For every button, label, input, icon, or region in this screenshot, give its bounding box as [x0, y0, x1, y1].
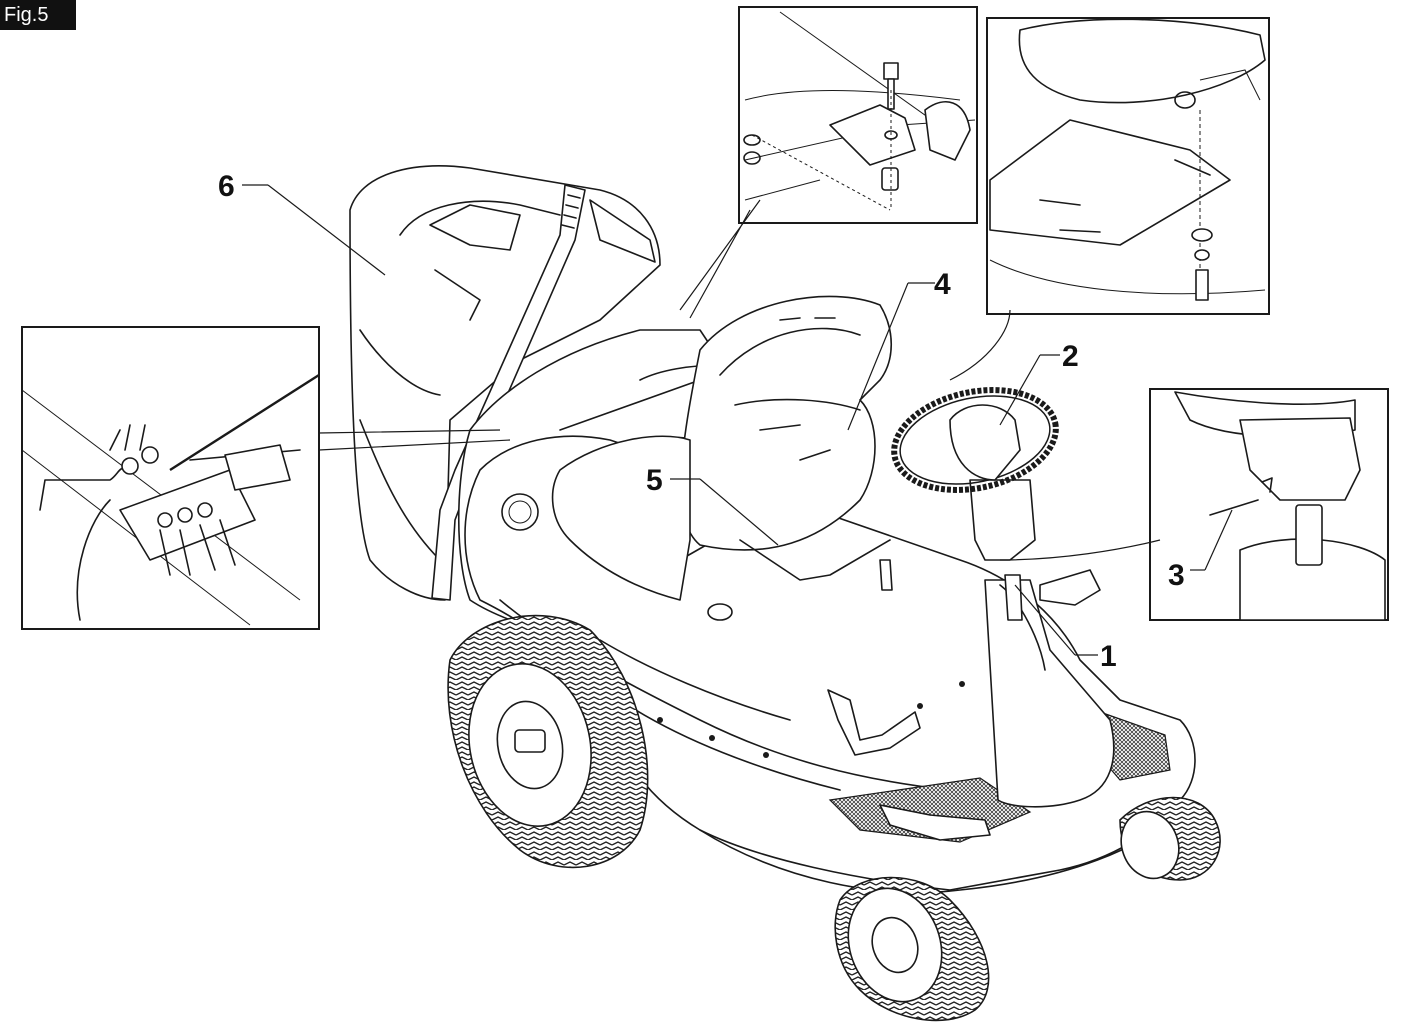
- callout-2: 2: [1062, 340, 1079, 373]
- callout-5: 5: [646, 464, 663, 497]
- inset-steering-pin: [1149, 388, 1389, 621]
- front-wheel-right: [1119, 796, 1221, 881]
- seat-base: [551, 435, 691, 601]
- catcher-handle: [431, 184, 586, 601]
- front-wheel-left: [834, 876, 990, 1022]
- callout-6: 6: [218, 170, 235, 203]
- steering-wheel: [891, 387, 1059, 561]
- inset-catcher-bolt: [738, 6, 978, 224]
- seat: [680, 295, 893, 591]
- callout-4: 4: [934, 268, 951, 301]
- inset-seat-plate: [986, 17, 1270, 315]
- callout-3: 3: [1168, 559, 1185, 592]
- callout-leaders: [242, 184, 1233, 656]
- inset-catcher-hinge: [21, 326, 320, 630]
- figure-label: Fig.5: [0, 0, 76, 30]
- callout-1: 1: [1100, 640, 1117, 673]
- rear-wheel: [447, 614, 649, 869]
- steering-column: [984, 569, 1115, 808]
